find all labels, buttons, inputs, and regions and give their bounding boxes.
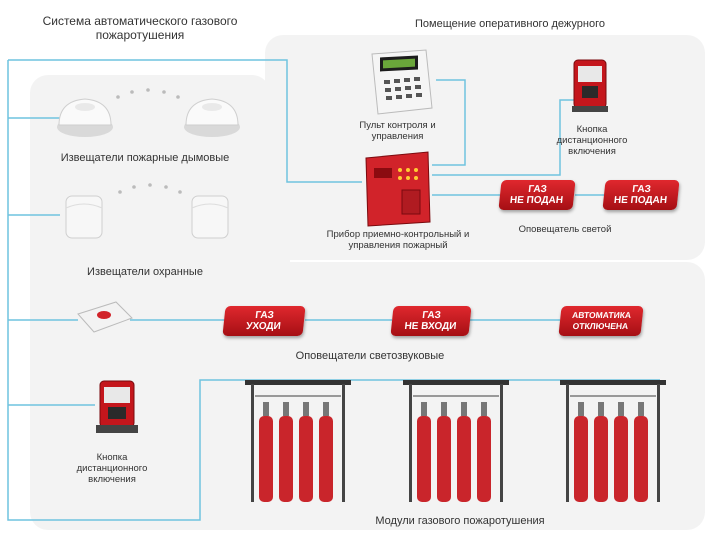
sign-line1: ГАЗ xyxy=(254,310,275,321)
sign-line1: АВТОМАТИКА xyxy=(571,310,632,320)
remote-start-button-icon xyxy=(572,59,608,112)
remote-start-button-icon xyxy=(96,380,138,433)
fire-control-device-icon xyxy=(365,151,431,227)
sign-line1: ГАЗ xyxy=(631,184,652,195)
diagram-title: Система автоматического газового пожарот… xyxy=(42,14,238,42)
sign-line1: ГАЗ xyxy=(527,184,548,195)
smoke-detector-icon xyxy=(57,98,113,137)
gas-cylinder-bank xyxy=(560,380,666,502)
sound-light-label: Оповещатели светозвуковые xyxy=(295,350,445,362)
remote-button-top-label: Кнопка дистанционного включения xyxy=(556,124,628,157)
motion-detector-icon xyxy=(65,195,103,239)
sign-line2: УХОДИ xyxy=(245,321,282,332)
sign-line2: НЕ ПОДАН xyxy=(509,195,564,206)
gas-cylinder-bank xyxy=(245,380,351,502)
sign-line2: НЕ ПОДАН xyxy=(613,195,668,206)
light-annunciator-label: Оповещатель светой xyxy=(518,224,612,235)
automation-off-sign: АВТОМАТИКА ОТКЛЮЧЕНА xyxy=(558,306,644,336)
remote-button-bottom-label: Кнопка дистанционного включения xyxy=(76,452,148,485)
security-detectors-label: Извещатели охранные xyxy=(87,266,203,278)
manual-call-point-icon xyxy=(77,301,133,333)
gas-cylinder-bank xyxy=(403,380,509,502)
smoke-detector-icon xyxy=(184,98,240,137)
sign-line1: ГАЗ xyxy=(421,310,442,321)
control-panel-label: Пульт контроля и управления xyxy=(359,120,436,142)
control-keypad-icon xyxy=(371,49,433,115)
gas-leave-sign: ГАЗ УХОДИ xyxy=(222,306,306,336)
motion-detector-icon xyxy=(191,195,229,239)
duty-room-panel xyxy=(265,35,705,260)
gas-not-supplied-sign: ГАЗ НЕ ПОДАН xyxy=(602,180,680,210)
sign-line2: ОТКЛЮЧЕНА xyxy=(572,321,629,331)
duty-room-title: Помещение оперативного дежурного xyxy=(415,18,605,30)
gas-do-not-enter-sign: ГАЗ НЕ ВХОДИ xyxy=(390,306,472,336)
wireless-dots xyxy=(116,88,180,99)
gas-modules-label: Модули газового пожаротушения xyxy=(375,515,545,527)
smoke-detectors-label: Извещатели пожарные дымовые xyxy=(60,152,230,164)
wireless-dots xyxy=(118,183,182,194)
panel-join xyxy=(30,250,290,280)
sign-line2: НЕ ВХОДИ xyxy=(403,321,457,332)
gas-not-supplied-sign: ГАЗ НЕ ПОДАН xyxy=(498,180,576,210)
fire-device-label: Прибор приемно-контрольный и управления … xyxy=(326,229,470,251)
